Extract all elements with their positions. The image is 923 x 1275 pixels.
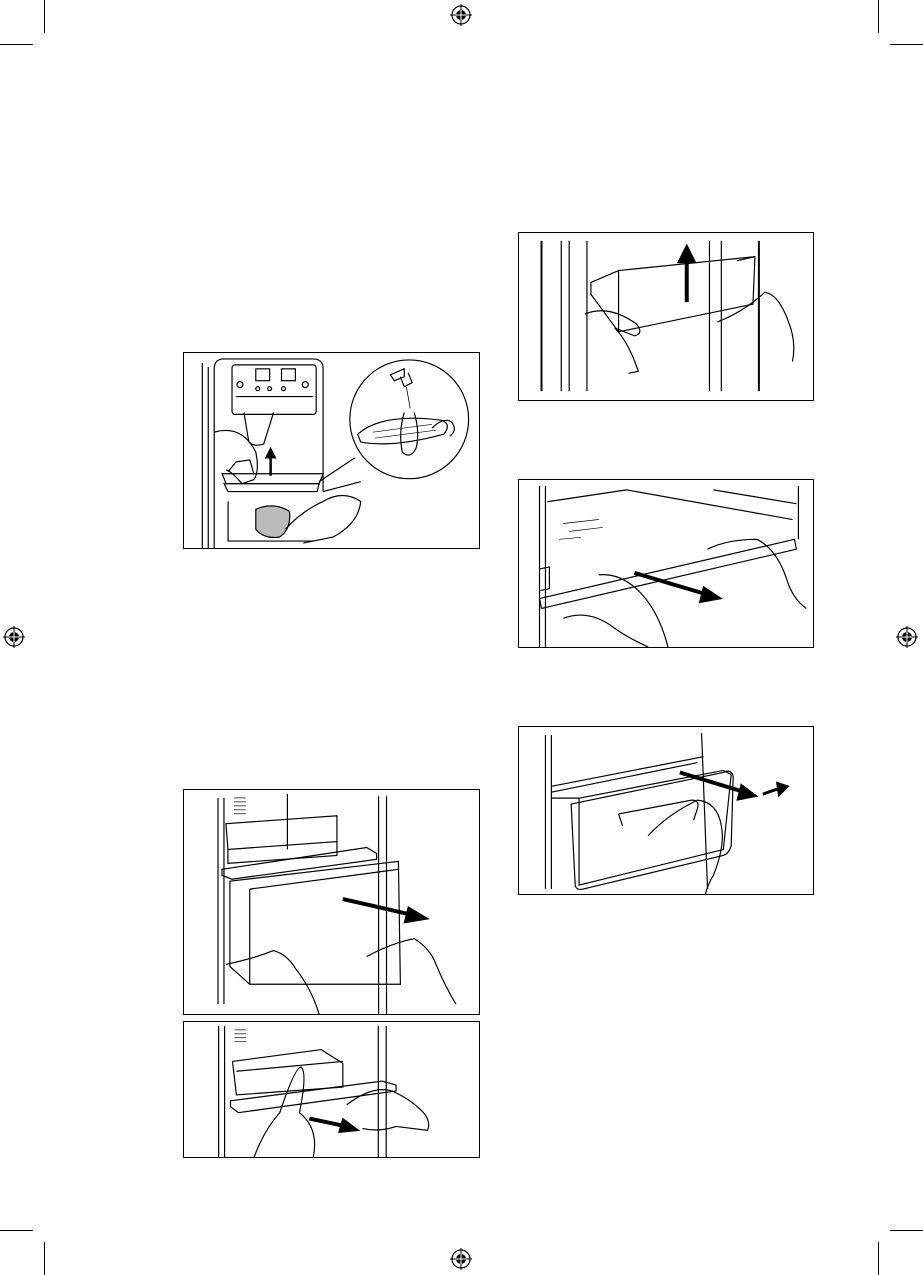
crop-mark-bottom-right-v: [878, 1242, 879, 1275]
crop-mark-top-right-v: [878, 0, 879, 33]
crop-mark-bottom-left-v: [44, 1242, 45, 1275]
registration-target-icon: [896, 626, 918, 648]
illustration-shelf-tray-slide: [183, 1021, 480, 1158]
crop-mark-top-left-h: [0, 44, 33, 45]
illustration-drawer-tilt-remove: [183, 789, 480, 1015]
crop-mark-bottom-right-h: [890, 1230, 923, 1231]
registration-target-icon: [450, 4, 472, 26]
crop-mark-bottom-left-h: [0, 1230, 33, 1231]
crop-mark-top-left-v: [44, 0, 45, 33]
drawer-tilt-remove-icon: [184, 790, 479, 1014]
tray-slide-icon: [184, 1022, 479, 1157]
crop-mark-top-right-h: [890, 44, 923, 45]
illustration-glass-shelf-pull: [518, 479, 814, 648]
registration-target-icon: [450, 1248, 472, 1270]
illustration-dispenser-tray-cleaning: [183, 352, 480, 549]
registration-target-icon: [3, 626, 25, 648]
illustration-door-shelf-lift: [518, 232, 814, 401]
dispenser-drip-tray-wash-icon: [184, 353, 479, 548]
shelf-pull-out-icon: [519, 480, 813, 647]
drawer-pull-out-icon: [519, 727, 813, 894]
door-bin-lift-icon: [519, 233, 813, 400]
illustration-freezer-drawer-pull: [518, 726, 814, 895]
